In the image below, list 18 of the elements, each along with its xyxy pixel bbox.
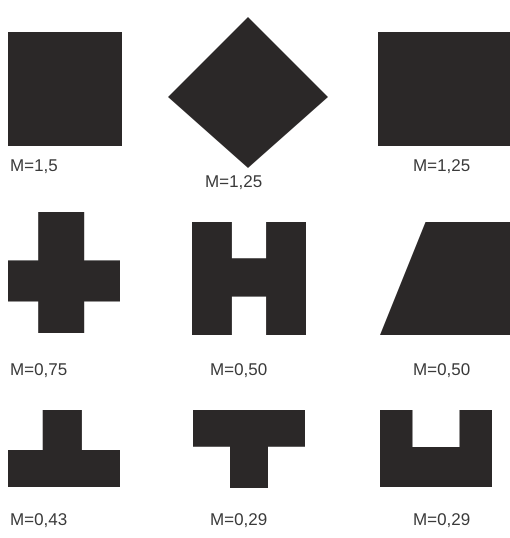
- t-shape: [193, 410, 305, 488]
- shape-factor-label: M=0,29: [210, 510, 268, 530]
- cross-shape: [8, 212, 120, 333]
- diamond-shape: [168, 17, 328, 168]
- rectangle-shape: [378, 32, 510, 146]
- shape-factor-label: M=0,50: [413, 360, 470, 380]
- shape-factor-label: M=1,25: [205, 172, 262, 192]
- shape-factor-label: M=0,75: [10, 360, 68, 380]
- h-shape: [192, 222, 306, 335]
- shape-factor-label: M=1,5: [10, 156, 58, 176]
- square-shape: [8, 32, 122, 146]
- u-shape: [380, 410, 492, 487]
- shape-factor-label: M=0,50: [210, 360, 268, 380]
- shape-factor-label: M=0,29: [413, 510, 470, 530]
- inverted-t-shape: [8, 410, 120, 487]
- shape-factor-label: M=0,43: [10, 510, 68, 530]
- shape-factor-label: M=1,25: [413, 156, 470, 176]
- trapezoid-shape: [380, 222, 510, 335]
